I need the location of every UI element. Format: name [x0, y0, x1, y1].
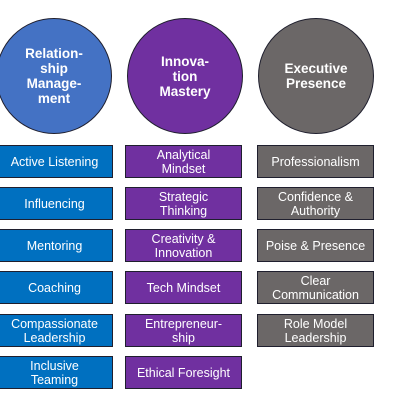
influencing-box: Influencing — [0, 187, 113, 220]
active-listening-box: Active Listening — [0, 145, 113, 178]
creativity-innovation-box: Creativity & Innovation — [125, 229, 242, 262]
executive-presence-circle: Executive Presence — [258, 18, 374, 134]
professionalism-box: Professionalism — [257, 145, 374, 178]
relationship-management-circle: Relation- ship Manage- ment — [0, 18, 112, 134]
entrepreneurship-box: Entrepreneur- ship — [125, 314, 242, 347]
ethical-foresight-box: Ethical Foresight — [125, 356, 242, 389]
tech-mindset-box: Tech Mindset — [125, 271, 242, 304]
confidence-authority-box: Confidence & Authority — [257, 187, 374, 220]
analytical-mindset-box: Analytical Mindset — [125, 145, 242, 178]
compassionate-leadership-box: Compassionate Leadership — [0, 314, 113, 347]
innovation-mastery-circle: Innova- tion Mastery — [127, 18, 243, 134]
clear-communication-box: Clear Communication — [257, 271, 374, 304]
poise-presence-box: Poise & Presence — [257, 229, 374, 262]
role-model-leadership-box: Role Model Leadership — [257, 314, 374, 347]
strategic-thinking-box: Strategic Thinking — [125, 187, 242, 220]
mentoring-box: Mentoring — [0, 229, 113, 262]
coaching-box: Coaching — [0, 271, 113, 304]
inclusive-teaming-box: Inclusive Teaming — [0, 356, 113, 389]
